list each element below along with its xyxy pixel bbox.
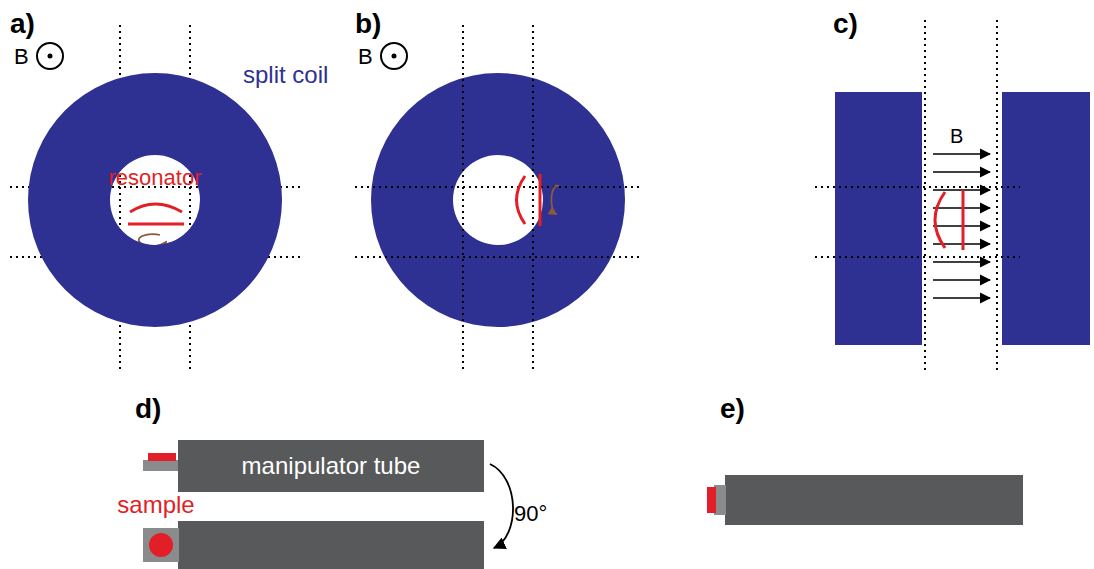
angle-label: 90° bbox=[514, 503, 547, 525]
field-dot bbox=[48, 54, 53, 59]
resonator-c bbox=[935, 190, 963, 250]
tube-body bbox=[178, 440, 484, 492]
grid-lines bbox=[815, 20, 1020, 372]
sample-holder bbox=[143, 460, 179, 471]
coil-half bbox=[1002, 92, 1090, 345]
manipulator-tube: manipulator tube bbox=[178, 440, 484, 492]
field-label: B bbox=[358, 46, 373, 68]
panel-letter: c) bbox=[833, 10, 858, 38]
sample bbox=[148, 453, 176, 461]
field-out-symbol bbox=[37, 43, 407, 69]
resonator-a bbox=[128, 204, 184, 246]
panel-letter: a) bbox=[10, 10, 35, 38]
split-coil-ring bbox=[371, 73, 625, 327]
sample bbox=[707, 487, 716, 513]
split-coil-shape bbox=[28, 73, 282, 327]
manipulator-tube bbox=[725, 475, 1023, 525]
sample-label: sample bbox=[117, 493, 194, 517]
panel-letter: b) bbox=[355, 10, 381, 38]
resonator-b bbox=[517, 174, 560, 226]
field-label: B bbox=[950, 126, 963, 146]
node-label: manipulator tube bbox=[242, 454, 421, 478]
field-label: B bbox=[14, 46, 29, 68]
field-arrows bbox=[933, 154, 990, 298]
grid-lines bbox=[355, 25, 640, 372]
split-coil-ring bbox=[28, 73, 282, 327]
resonator-label: resonator bbox=[109, 167, 202, 189]
field-dot bbox=[392, 54, 397, 59]
manipulator-tube-rotated bbox=[178, 521, 484, 569]
split-coil: split coil bbox=[28, 73, 282, 327]
rotation-arrow bbox=[490, 464, 513, 548]
node-label: split coil bbox=[243, 63, 328, 87]
panel-letter: d) bbox=[135, 395, 161, 423]
panel-letter: e) bbox=[720, 395, 745, 423]
sample bbox=[149, 533, 173, 557]
coil-half bbox=[835, 92, 922, 345]
sample-holder bbox=[143, 528, 179, 562]
